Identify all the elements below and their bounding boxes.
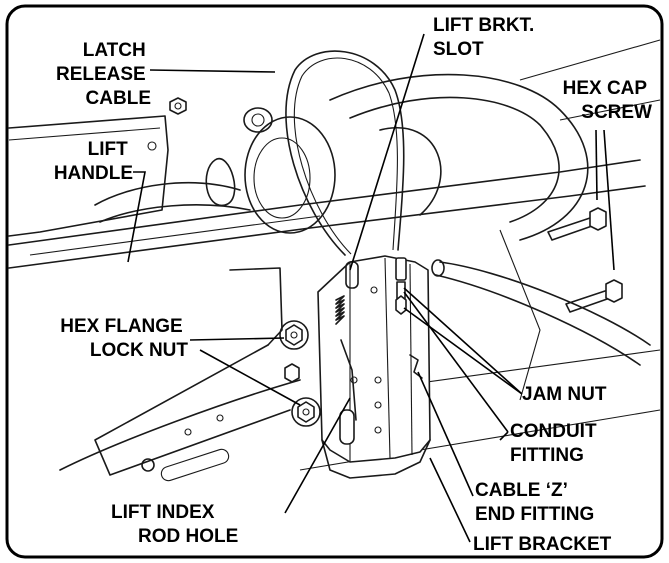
label-hex-cap-screw: HEX CAP SCREW (563, 78, 652, 123)
label-conduit-fitting: CONDUIT FITTING (510, 421, 602, 466)
label-hex-flange-lock-nut: HEX FLANGE LOCK NUT (60, 316, 188, 361)
label-latch-release-cable: LATCH RELEASE CABLE (56, 40, 151, 109)
equipment-drawing (8, 39, 661, 482)
lift-bracket-part (317, 255, 431, 479)
label-cable-z-end-fitting: CABLE ‘Z’ END FITTING (475, 480, 594, 525)
label-jam-nut: JAM NUT (522, 384, 607, 405)
hex-cap-screw-upper (547, 207, 607, 241)
hex-flange-lock-nut-lower (291, 397, 321, 427)
label-lift-bracket: LIFT BRACKET (473, 534, 612, 555)
leader-lines (127, 33, 615, 543)
label-lift-handle: LIFT HANDLE (54, 139, 133, 184)
labels: LATCH RELEASE CABLE LIFT HANDLE LIFT BRK… (54, 15, 652, 555)
hex-cap-screw-lower (565, 279, 623, 313)
label-lift-index-rod-hole: LIFT INDEX ROD HOLE (111, 502, 238, 547)
label-lift-brkt-slot: LIFT BRKT. SLOT (433, 15, 540, 60)
hex-flange-lock-nut-upper (279, 320, 309, 350)
